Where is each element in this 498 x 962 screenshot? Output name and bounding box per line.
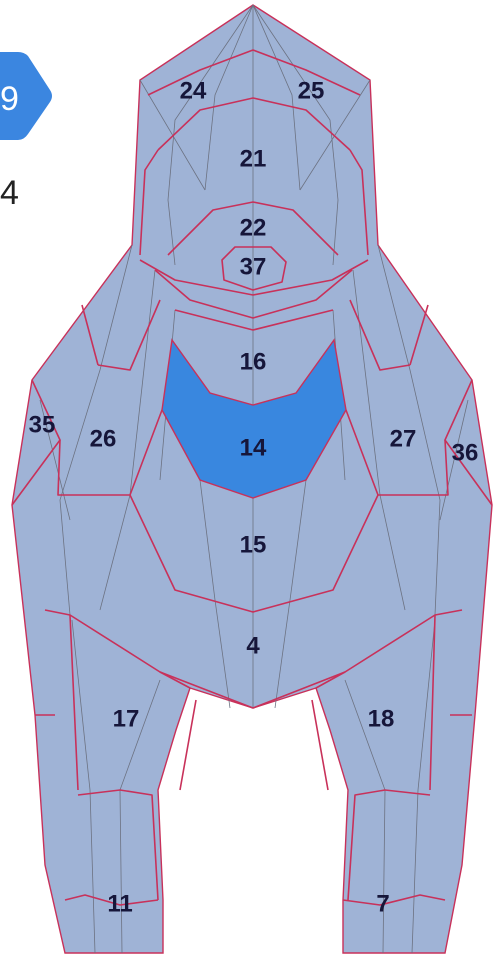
selection-count-badge[interactable]: 9	[0, 52, 52, 140]
region-label-22[interactable]: 22	[240, 214, 267, 241]
badge-text: 9	[0, 80, 19, 118]
region-label-21[interactable]: 21	[240, 145, 267, 172]
region-label-26[interactable]: 26	[90, 425, 117, 452]
region-label-18[interactable]: 18	[368, 705, 395, 732]
region-label-36[interactable]: 36	[452, 439, 479, 466]
region-label-11[interactable]: 11	[107, 890, 132, 917]
region-label-25[interactable]: 25	[298, 77, 325, 104]
region-label-24[interactable]: 24	[180, 77, 207, 104]
region-label-16[interactable]: 16	[240, 348, 267, 375]
side-number: 4	[0, 174, 19, 213]
region-label-7[interactable]: 7	[376, 890, 389, 917]
region-label-15[interactable]: 15	[240, 531, 267, 558]
region-label-27[interactable]: 27	[390, 425, 417, 452]
region-label-37[interactable]: 37	[240, 253, 267, 280]
region-label-35[interactable]: 35	[29, 411, 56, 438]
region-label-14[interactable]: 14	[240, 434, 267, 461]
region-label-17[interactable]: 17	[113, 705, 140, 732]
region-label-4[interactable]: 4	[246, 632, 260, 659]
